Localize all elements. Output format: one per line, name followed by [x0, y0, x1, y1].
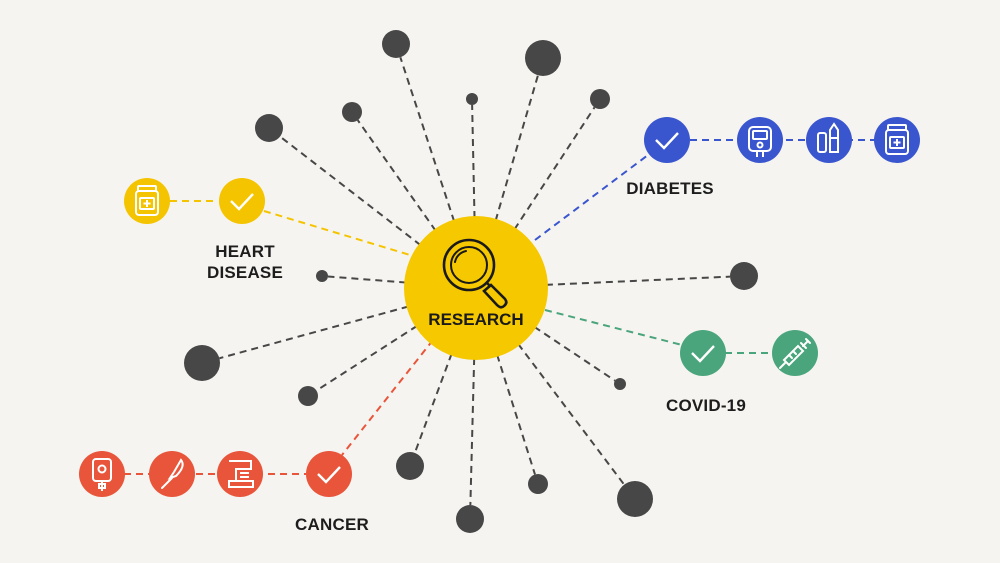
spoke-line: [513, 106, 596, 231]
heart-connector-center: [263, 210, 421, 259]
research-node[interactable]: [404, 216, 548, 360]
gray-node: [456, 505, 484, 533]
gray-node: [316, 270, 328, 282]
research-label: RESEARCH: [428, 310, 524, 329]
spoke-line: [219, 305, 409, 360]
gray-node: [730, 262, 758, 290]
covid-connector-center: [544, 309, 683, 346]
spoke-line: [517, 343, 625, 486]
covid-syringe-icon: [772, 330, 818, 376]
gray-node: [184, 345, 220, 381]
diabetes-label: DIABETES: [626, 179, 714, 198]
gray-node: [590, 89, 610, 109]
covid-checkmark-icon: [680, 330, 726, 376]
spoke-line: [494, 75, 539, 222]
diabetes-insulin-pen-icon: [806, 117, 852, 163]
gray-node: [525, 40, 561, 76]
spoke-line: [545, 275, 731, 286]
spoke-line: [315, 325, 418, 392]
cancer-radiation-machine-icon: [217, 451, 263, 497]
heart-medicine-bottle-icon: [124, 178, 170, 224]
spoke-line: [327, 275, 407, 284]
cancer-scalpel-icon: [149, 451, 195, 497]
diabetes-checkmark-icon: [644, 117, 690, 163]
gray-node: [382, 30, 410, 58]
diabetes-glucose-meter-icon: [737, 117, 783, 163]
covid-label: COVID-19: [665, 396, 746, 415]
heart-label-line2: DISEASE: [206, 263, 284, 282]
spoke-line: [413, 353, 453, 454]
spoke-line: [356, 119, 437, 232]
spoke-line: [496, 354, 536, 475]
spoke-line: [533, 325, 616, 382]
heart-checkmark-icon: [219, 178, 265, 224]
cancer-checkmark-icon: [306, 451, 352, 497]
spoke-line: [471, 104, 476, 219]
gray-node: [298, 386, 318, 406]
gray-node: [466, 93, 478, 105]
gray-node: [342, 102, 362, 122]
cancer-label: CANCER: [295, 515, 369, 534]
gray-node: [617, 481, 653, 517]
gray-node: [614, 378, 626, 390]
heart-label-line1: HEART: [215, 242, 275, 261]
spokes: [219, 56, 731, 506]
spoke-line: [279, 135, 422, 246]
diabetes-medicine-bottle-icon: [874, 117, 920, 163]
spoke-line: [469, 357, 476, 506]
cancer-connector-center: [341, 339, 434, 456]
gray-node: [396, 452, 424, 480]
spoke-line: [399, 56, 456, 222]
magnifier-icon: [442, 238, 508, 309]
heart-disease-label: HEART DISEASE: [190, 241, 300, 283]
gray-node: [255, 114, 283, 142]
nodes: [184, 30, 758, 533]
gray-node: [528, 474, 548, 494]
cancer-iv-bag-icon: [79, 451, 125, 497]
